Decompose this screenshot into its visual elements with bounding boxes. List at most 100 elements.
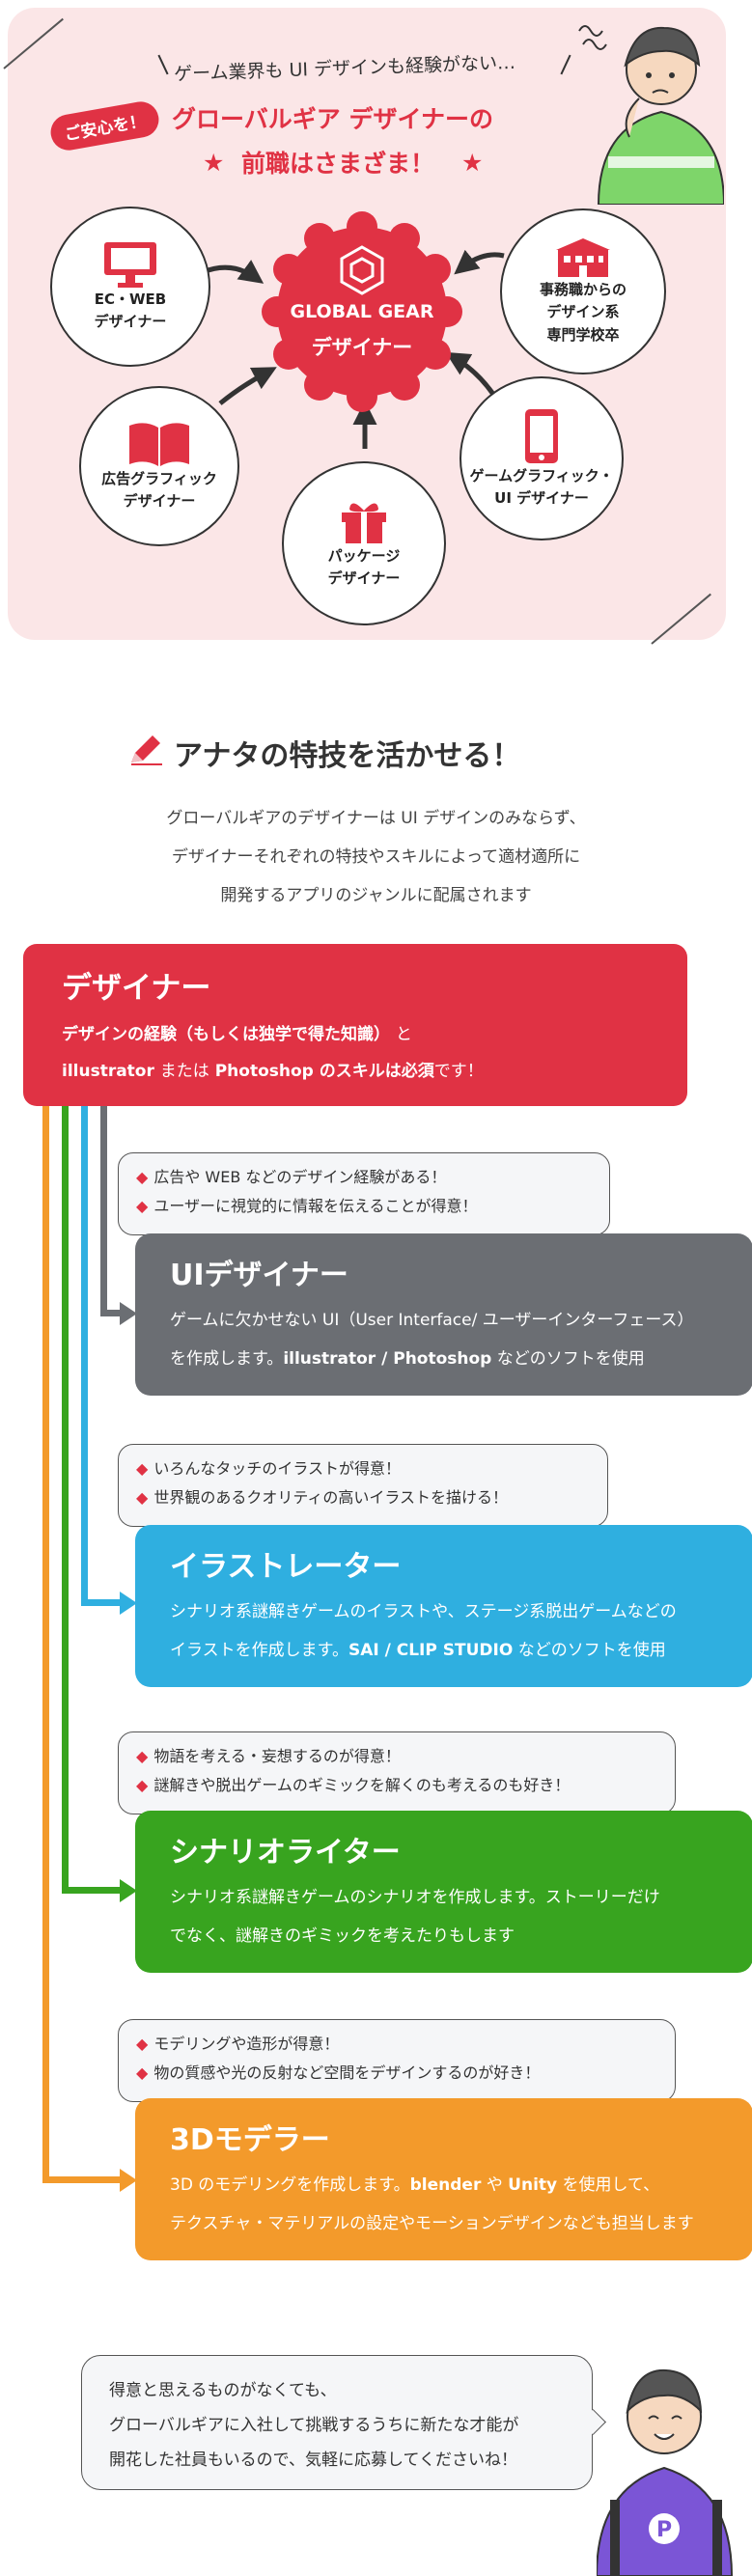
designer-requirement-box: デザイナー デザインの経験（もしくは独学で得た知識） と illustrator… xyxy=(23,944,687,1106)
connector-orange xyxy=(42,1106,49,2183)
bubble-text: モデリングや造形が得意！ xyxy=(153,2035,340,2053)
circle-office-school: 事務職からの デザイン系 専門学校卒 xyxy=(500,208,666,374)
bubble-item: ◆物の質感や光の反射など空間をデザインするのが好き！ xyxy=(136,2059,657,2088)
svg-text:P: P xyxy=(656,2518,672,2542)
designer-desc-text: illustrator xyxy=(62,1062,154,1081)
role-desc-text: blender xyxy=(409,2175,482,2195)
illustrator-bubble: ◆いろんなタッチのイラストが得意！ ◆世界観のあるクオリティの高いイラストを描け… xyxy=(118,1444,608,1540)
bubble-item: ◆広告や WEB などのデザイン経験がある！ xyxy=(136,1163,592,1192)
confused-person-illustration xyxy=(578,25,724,205)
circle-label: パッケージ デザイナー xyxy=(327,546,401,587)
modeler-card: 3Dモデラー 3D のモデリングを作成します。blender や Unity を… xyxy=(135,2098,752,2260)
closing-text: 開花した社員もいるので、気軽に応募してくださいね！ xyxy=(109,2451,517,2470)
role-title: 3Dモデラー xyxy=(170,2123,330,2157)
bubble-text: いろんなタッチのイラストが得意！ xyxy=(153,1459,401,1478)
connector-gray xyxy=(100,1106,107,1316)
star-icon: ★ xyxy=(461,149,484,177)
diamond-icon: ◆ xyxy=(136,1747,149,1765)
arrow-blue xyxy=(120,1592,137,1615)
smiling-person-illustration: P xyxy=(597,2368,734,2576)
role-title: イラストレーター xyxy=(170,1550,402,1584)
bubble-text: 謎解きや脱出ゲームのギミックを解くのも考えるのも好き！ xyxy=(153,1776,571,1794)
section-title: アナタの特技を活かせる！ xyxy=(174,739,521,773)
connector-green xyxy=(62,1887,125,1894)
role-title: シナリオライター xyxy=(170,1836,401,1870)
designer-desc-text: または xyxy=(159,1062,209,1081)
closing-text: 得意と思えるものがなくても、 xyxy=(109,2381,337,2400)
bubble-item: ◆世界観のあるクオリティの高いイラストを描ける！ xyxy=(136,1483,590,1512)
bubble-item: ◆モデリングや造形が得意！ xyxy=(136,2030,657,2059)
illustrator-card: イラストレーター シナリオ系謎解きゲームのイラストや、ステージ系脱出ゲームなどの… xyxy=(135,1525,752,1687)
diamond-icon: ◆ xyxy=(136,1168,149,1186)
global-gear-text: GLOBAL GEAR xyxy=(290,301,434,322)
gift-icon xyxy=(342,503,386,543)
designer-desc-text: Photoshop xyxy=(214,1062,314,1081)
global-gear-badge xyxy=(262,211,462,412)
smartphone-icon xyxy=(525,408,558,463)
connector-gray xyxy=(100,1310,125,1316)
role-desc-text: Unity xyxy=(508,2175,558,2195)
role-desc-text: を使用して、 xyxy=(562,2175,660,2195)
circle-label: EC・WEB デザイナー xyxy=(94,290,167,330)
role-desc-text: でなく、謎解きのギミックを考えたりもします xyxy=(170,1926,515,1946)
monitor-icon xyxy=(104,241,156,288)
closing-bubble: 得意と思えるものがなくても、 グローバルギアに入社して挑戦するうちに新たな才能が… xyxy=(81,2355,606,2490)
role-desc-text: を作成します。 xyxy=(170,1349,284,1369)
connector-orange xyxy=(42,2176,125,2183)
designer-desc: デザインの経験（もしくは独学で得た知識） と illustrator または P… xyxy=(62,1016,649,1090)
role-desc: シナリオ系謎解きゲームのイラストや、ステージ系脱出ゲームなどの イラストを作成し… xyxy=(170,1593,718,1670)
diamond-icon: ◆ xyxy=(136,1459,149,1478)
intro-line-2: デザイナーそれぞれの特技やスキルによって適材適所に xyxy=(171,847,581,867)
circle-ad-graphic: 広告グラフィック デザイナー xyxy=(79,386,239,546)
role-desc-text: illustrator / Photoshop xyxy=(283,1349,492,1369)
arrow-gray xyxy=(120,1302,137,1325)
designer-desc-text: デザインの経験（もしくは独学で得た知識） xyxy=(62,1025,390,1044)
diamond-icon: ◆ xyxy=(136,1488,149,1507)
connector-blue xyxy=(81,1599,125,1606)
role-desc-text: SAI / CLIP STUDIO xyxy=(348,1641,514,1660)
designer-desc-text: です！ xyxy=(433,1062,484,1081)
modeler-bubble: ◆モデリングや造形が得意！ ◆物の質感や光の反射など空間をデザインするのが好き！ xyxy=(118,2019,676,2116)
circle-label: 事務職からの デザイン系 専門学校卒 xyxy=(539,281,627,344)
intro-line-3: 開発するアプリのジャンルに配属されます xyxy=(220,886,532,905)
designer-desc-text: と xyxy=(395,1025,412,1044)
circle-package: パッケージ デザイナー xyxy=(282,461,446,625)
bubble-text: 広告や WEB などのデザイン経験がある！ xyxy=(153,1168,447,1186)
role-desc-text: 3D のモデリングを作成します。 xyxy=(170,2175,410,2195)
bubble-item: ◆物語を考える・妄想するのが得意！ xyxy=(136,1742,657,1771)
pencil-icon xyxy=(131,735,162,765)
role-desc-text: イラストを作成します。 xyxy=(170,1641,348,1660)
role-desc-text: テクスチャ・マテリアルの設定やモーションデザインなども担当します xyxy=(170,2214,694,2233)
circle-label: ゲームグラフィック・ UI デザイナー xyxy=(469,466,614,507)
bubble-item: ◆謎解きや脱出ゲームのギミックを解くのも考えるのも好き！ xyxy=(136,1771,657,1800)
intro-line-1: グローバルギアのデザイナーは UI デザインのみならず、 xyxy=(166,809,586,828)
diamond-icon: ◆ xyxy=(136,2035,149,2053)
designer-desc-text: のスキルは必須 xyxy=(319,1062,434,1081)
book-icon xyxy=(129,423,189,466)
circle-ec-web: EC・WEB デザイナー xyxy=(50,207,210,367)
diamond-icon: ◆ xyxy=(136,2064,149,2082)
bubble-item: ◆ユーザーに視覚的に情報を伝えることが得意！ xyxy=(136,1192,592,1221)
role-desc-text: などのソフトを使用 xyxy=(517,1641,666,1660)
role-desc: 3D のモデリングを作成します。blender や Unity を使用して、 テ… xyxy=(170,2166,718,2243)
arrow-green xyxy=(120,1879,137,1902)
scenario-writer-card: シナリオライター シナリオ系謎解きゲームのシナリオを作成します。ストーリーだけ … xyxy=(135,1811,752,1973)
role-desc-text: シナリオ系謎解きゲームのシナリオを作成します。ストーリーだけ xyxy=(170,1888,660,1907)
diamond-icon: ◆ xyxy=(136,1776,149,1794)
star-icon: ★ xyxy=(203,149,225,177)
ui-designer-card: UIデザイナー ゲームに欠かせない UI（User Interface/ ユーザ… xyxy=(135,1233,752,1396)
circle-game-ui: ゲームグラフィック・ UI デザイナー xyxy=(460,376,624,540)
role-desc: ゲームに欠かせない UI（User Interface/ ユーザーインターフェー… xyxy=(170,1301,718,1378)
closing-text: グローバルギアに入社して挑戦するうちに新たな才能が xyxy=(109,2416,519,2435)
designer-text: デザイナー xyxy=(311,336,413,359)
connector-blue xyxy=(81,1106,88,1606)
role-desc-text: や xyxy=(486,2175,503,2195)
hero-headline-2: 前職はさまざま！ xyxy=(241,150,435,178)
arrow-orange xyxy=(120,2169,137,2192)
bubble-item: ◆いろんなタッチのイラストが得意！ xyxy=(136,1454,590,1483)
diamond-icon: ◆ xyxy=(136,1197,149,1215)
connector-green xyxy=(62,1106,69,1894)
role-title: UIデザイナー xyxy=(170,1259,348,1292)
role-desc-text: ゲームに欠かせない UI（User Interface/ ユーザーインターフェー… xyxy=(170,1311,694,1330)
role-desc-text: などのソフトを使用 xyxy=(496,1349,645,1369)
